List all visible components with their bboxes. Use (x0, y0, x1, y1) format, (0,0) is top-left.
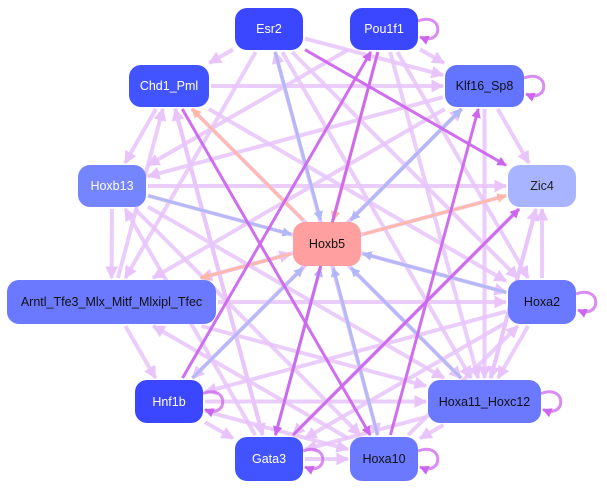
node-hoxa11-hoxc12[interactable]: Hoxa11_Hoxc12 (428, 380, 541, 423)
edge-hoxa11-to-hoxa10 (418, 423, 445, 441)
edge-klf16-to-hoxb13 (146, 95, 444, 180)
self-loop-hoxa2 (575, 290, 598, 318)
edge-chd1-to-hoxa10 (180, 108, 372, 436)
edge-hoxb5-to-chd1 (190, 107, 305, 222)
edge-hnf1b-to-pou1f1 (181, 51, 373, 379)
edge-chd1-to-hoxa2 (207, 107, 508, 283)
self-loop-klf16 (523, 74, 546, 102)
edge-hoxa2-to-hoxa11 (496, 324, 530, 380)
edge-hoxa10-to-klf16 (389, 108, 481, 436)
node-amtl-tfe3[interactable]: Arntl_Tfe3_Mlx_Mitf_Mlxipl_Tfec (7, 280, 216, 324)
edge-klf16-to-amtl (151, 107, 446, 280)
edge-hnf1b-to-gata3 (204, 420, 235, 441)
node-hoxa10[interactable]: Hoxa10 (350, 437, 418, 481)
node-hnf1b[interactable]: Hnf1b (135, 380, 203, 423)
edge-amtl-to-hnf1b (123, 324, 158, 380)
node-klf16-sp8[interactable]: Klf16_Sp8 (445, 65, 524, 107)
self-loop-pou1f1 (417, 17, 440, 45)
node-hoxa2[interactable]: Hoxa2 (508, 280, 576, 324)
edge-esr2-to-klf16 (304, 36, 445, 79)
edge-chd1-to-hoxb13 (123, 108, 158, 165)
self-loop-hnf1b (202, 390, 225, 418)
edge-esr2-to-chd1 (208, 47, 234, 65)
node-hoxb5[interactable]: Hoxb5 (293, 222, 361, 266)
self-loop-gata3 (302, 447, 325, 475)
node-pou1f1[interactable]: Pou1f1 (350, 8, 418, 50)
edge-pou1f1-to-hoxb13 (146, 48, 349, 167)
edge-klf16-to-zic4 (495, 108, 531, 165)
self-loop-hoxa10 (417, 447, 440, 475)
edge-hoxb13-to-hoxb5 (147, 194, 292, 237)
edge-hoxa10-to-amtl (152, 324, 349, 440)
node-hoxb13[interactable]: Hoxb13 (78, 165, 146, 207)
edge-esr2-to-hoxb5 (273, 51, 323, 221)
edge-pou1f1-to-klf16 (419, 47, 446, 65)
node-esr2[interactable]: Esr2 (235, 8, 303, 50)
edge-gata3-to-zic4 (291, 207, 521, 437)
node-zic4[interactable]: Zic4 (508, 165, 576, 207)
edge-amtl-to-hoxa11 (200, 324, 428, 390)
node-chd1-pml[interactable]: Chd1_Pml (129, 65, 209, 107)
node-gata3[interactable]: Gata3 (235, 437, 303, 481)
self-loop-hoxa11 (540, 390, 563, 418)
edge-hoxb5-to-zic4 (362, 193, 507, 236)
edge-esr2-to-zic4 (304, 48, 507, 167)
edge-hoxa10-to-hoxb5 (330, 267, 380, 436)
edge-esr2-to-hoxa11 (280, 50, 473, 380)
edge-hoxb13-to-hoxa11 (146, 205, 445, 380)
